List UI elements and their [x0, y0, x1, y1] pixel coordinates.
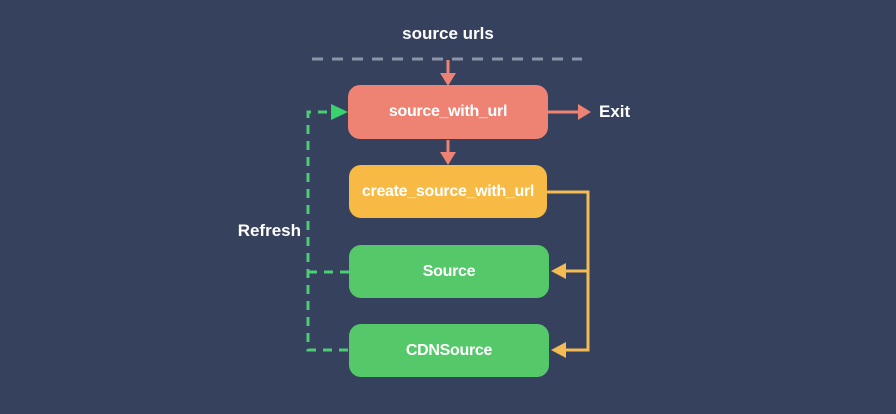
node-create-source-with-url: create_source_with_url — [349, 165, 547, 218]
label-source-urls: source urls — [402, 24, 494, 43]
arrowhead-into-cdnsource — [551, 342, 566, 358]
arrowhead-refresh-into-source-with-url — [331, 104, 348, 120]
arrowhead-source-with-url-to-exit — [578, 104, 591, 120]
arrowhead-input-to-source-with-url — [440, 73, 456, 86]
label-refresh: Refresh — [237, 221, 301, 240]
node-source: Source — [349, 245, 549, 298]
node-cdnsource: CDNSource — [349, 324, 549, 377]
arrowhead-source-with-url-to-create — [440, 152, 456, 165]
arrowhead-into-source — [551, 263, 566, 279]
label-exit: Exit — [599, 102, 631, 121]
node-source-with-url: source_with_url — [348, 85, 548, 139]
refresh-loop-dashed-line — [306, 110, 349, 352]
